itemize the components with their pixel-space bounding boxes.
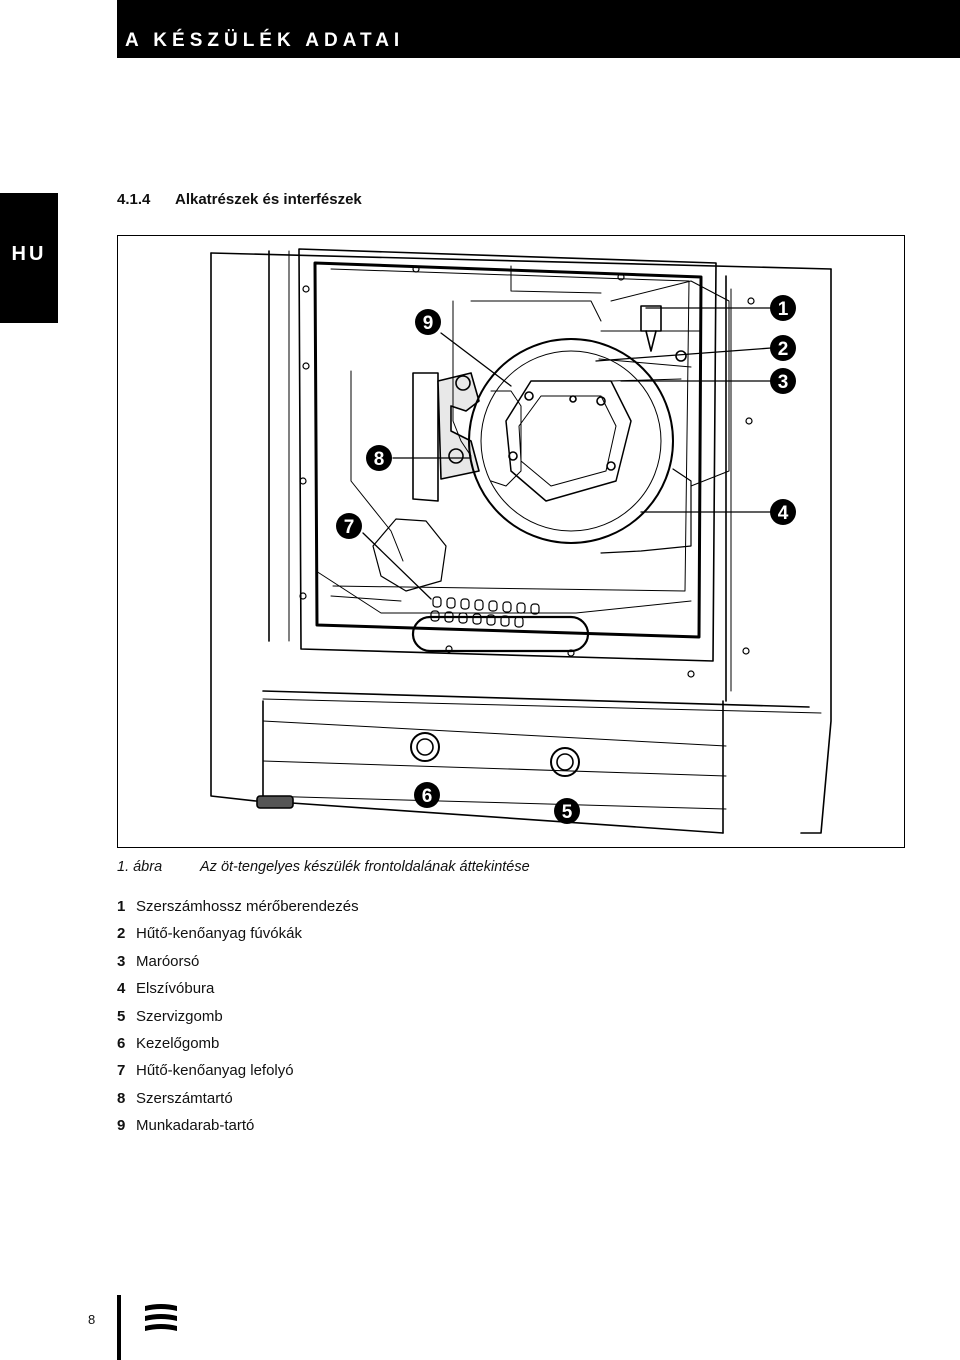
callout-3-label: 3 (778, 372, 789, 393)
legend-text: Szervizgomb (136, 1007, 223, 1025)
figure-caption-text: Az öt-tengelyes készülék frontoldalának … (200, 859, 530, 875)
header-bar: A KÉSZÜLÉK ADATAI (117, 0, 960, 58)
legend-number: 3 (117, 952, 126, 970)
callout-4-label: 4 (778, 503, 789, 524)
callout-6-label: 6 (422, 786, 433, 807)
section-number: 4.1.4 (117, 191, 151, 208)
legend-text: Hűtő-kenőanyag fúvókák (136, 925, 302, 943)
legend-text: Munkadarab-tartó (136, 1117, 255, 1135)
callout-2-label: 2 (778, 339, 789, 360)
legend-item: 2 Hűtő-kenőanyag fúvókák (117, 924, 359, 951)
figure-caption: 1. ábra Az öt-tengelyes készülék frontold… (117, 859, 530, 875)
workpiece-drum (468, 338, 674, 544)
legend-number: 5 (117, 1007, 126, 1025)
callout-9-label: 9 (423, 313, 434, 334)
legend-item: 3 Maróorsó (117, 952, 359, 979)
language-label: HU (11, 243, 47, 265)
legend-number: 9 (117, 1117, 126, 1135)
callout-6: 6 (414, 782, 440, 808)
housing-left-edge (210, 252, 257, 802)
legend-number: 4 (117, 980, 126, 998)
callout-1: 1 (770, 295, 796, 321)
callout-3: 3 (770, 368, 796, 394)
callout-markers: 1 2 3 4 5 6 7 8 9 (336, 295, 796, 824)
callout-5-label: 5 (562, 802, 573, 823)
legend-text: Elszívóbura (136, 980, 215, 998)
legend-number: 8 (117, 1089, 126, 1107)
callout-2: 2 (770, 335, 796, 361)
operating-button (410, 732, 440, 762)
section-title: Alkatrészek és interfészek (175, 191, 362, 208)
legend-text: Hűtő-kenőanyag lefolyó (136, 1062, 294, 1080)
callout-9: 9 (415, 309, 441, 335)
machine-illustration: 1 2 3 4 5 6 7 8 9 (210, 248, 832, 834)
callout-8: 8 (366, 445, 392, 471)
drain-outline (411, 615, 590, 653)
legend-text: Szerszámtartó (136, 1089, 233, 1107)
legend-number: 7 (117, 1062, 126, 1080)
machine-front-figure: 1 2 3 4 5 6 7 8 9 (117, 235, 905, 848)
callout-5: 5 (554, 798, 580, 824)
section-heading: 4.1.4 Alkatrészek és interfészek (117, 191, 362, 208)
service-button (550, 747, 580, 777)
callout-7-label: 7 (344, 517, 355, 538)
legend-number: 2 (117, 925, 126, 943)
brand-logo-icon (143, 1303, 179, 1342)
callout-8-label: 8 (374, 449, 385, 470)
legend-number: 6 (117, 1034, 126, 1052)
callout-4: 4 (770, 499, 796, 525)
legend-text: Maróorsó (136, 952, 200, 970)
legend-item: 4 Elszívóbura (117, 979, 359, 1006)
legend-item: 6 Kezelőgomb (117, 1034, 359, 1061)
legend-text: Szerszámhossz mérőberendezés (136, 898, 359, 915)
callout-1-label: 1 (778, 299, 789, 320)
legend-item: 8 Szerszámtartó (117, 1089, 359, 1116)
language-tab: HU (0, 193, 58, 323)
legend-item: 9 Munkadarab-tartó (117, 1116, 359, 1143)
legend-text: Kezelőgomb (136, 1034, 220, 1052)
page-number: 8 (88, 1312, 96, 1327)
legend-item: 1 Szerszámhossz mérőberendezés (117, 897, 359, 924)
machine-foot (256, 795, 294, 809)
figure-caption-label: 1. ábra (117, 859, 163, 875)
header-title: A KÉSZÜLÉK ADATAI (125, 30, 405, 51)
legend-number: 1 (117, 898, 126, 915)
legend-item: 7 Hűtő-kenőanyag lefolyó (117, 1061, 359, 1088)
tool-holder-plate (412, 372, 439, 502)
callout-7: 7 (336, 513, 362, 539)
footer-rule (117, 1295, 121, 1360)
legend-item: 5 Szervizgomb (117, 1007, 359, 1034)
door-frame (298, 248, 717, 662)
housing-top-edge (210, 252, 832, 270)
